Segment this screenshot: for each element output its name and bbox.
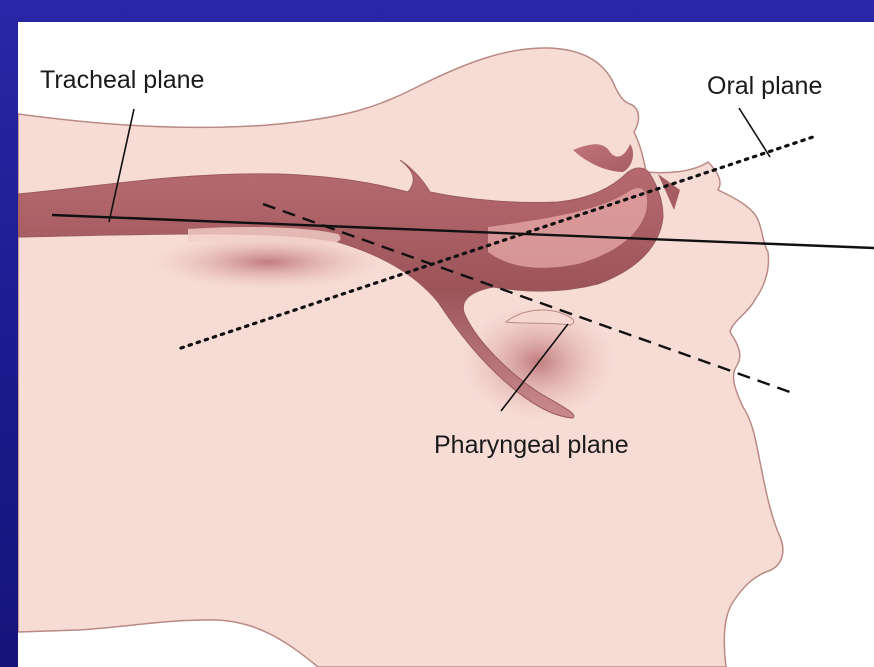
pharyngeal-plane-label: Pharyngeal plane (434, 433, 629, 458)
tracheal-plane-label: Tracheal plane (40, 68, 204, 93)
oral-leader-line (739, 108, 770, 157)
oral-plane-label: Oral plane (707, 74, 822, 99)
diagram-panel: Tracheal plane Oral plane Pharyngeal pla… (18, 22, 874, 667)
airway-anatomy-illustration (18, 22, 874, 667)
head-silhouette (18, 48, 783, 667)
